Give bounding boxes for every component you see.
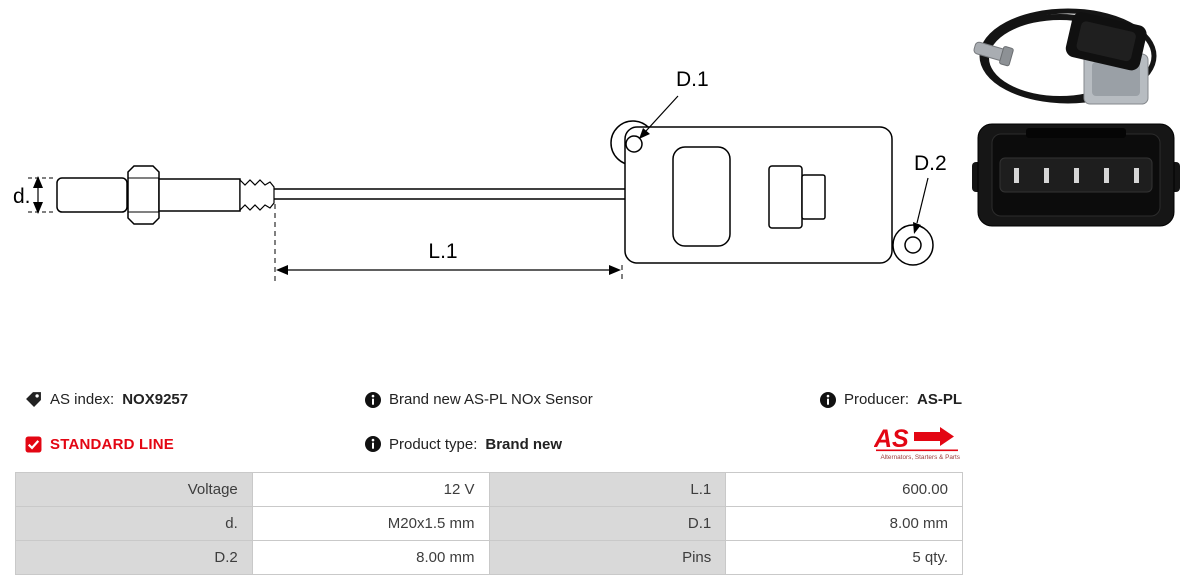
producer-field: Producer: AS-PL xyxy=(819,391,962,408)
product-photo-connector[interactable] xyxy=(972,118,1180,234)
cable-crimp xyxy=(239,178,275,212)
arrowhead xyxy=(33,176,43,188)
as-pl-logo: AS Alternators, Starters & Parts xyxy=(874,426,960,461)
mount-hole-d2 xyxy=(904,236,922,254)
standard-line-badge: STANDARD LINE xyxy=(50,435,174,453)
spec-value: 8.00 mm xyxy=(726,507,963,541)
leader-d1 xyxy=(645,95,679,132)
standard-line-field: STANDARD LINE xyxy=(25,436,365,453)
product-type-field: Product type: Brand new xyxy=(365,436,874,453)
info-icon xyxy=(365,436,381,452)
spec-label: D.1 xyxy=(489,507,727,541)
sensor-connector-photo xyxy=(1065,12,1147,71)
spec-label: L.1 xyxy=(489,473,727,507)
brand-logo: AS Alternators, Starters & Parts xyxy=(874,426,962,462)
logo-arrow xyxy=(914,427,954,446)
description-text: Brand new AS-PL NOx Sensor xyxy=(389,391,593,408)
arrowhead xyxy=(276,265,288,275)
arrowhead xyxy=(609,265,621,275)
as-index-field: AS index: NOX9257 xyxy=(25,391,365,408)
arrowhead xyxy=(913,222,921,234)
leader-d2 xyxy=(916,177,929,224)
spec-label: D.2 xyxy=(16,541,253,575)
spec-value: 12 V xyxy=(252,473,490,507)
body-inner-block xyxy=(672,146,731,247)
product-photo-sensor[interactable] xyxy=(972,6,1180,114)
spec-label: Voltage xyxy=(16,473,253,507)
sensor-thread-body xyxy=(158,178,241,212)
spec-label: Pins xyxy=(489,541,727,575)
as-index-label: AS index: xyxy=(50,391,115,408)
spec-table: Voltage 12 V L.1 600.00 d. M20x1.5 mm D.… xyxy=(15,472,963,575)
logo-tagline: Alternators, Starters & Parts xyxy=(880,454,960,461)
arrowhead xyxy=(639,128,650,139)
dim-label-d: d. xyxy=(13,185,31,208)
info-row-2: STANDARD LINE Product type: Brand new AS… xyxy=(25,426,962,462)
checkbox-checked-icon xyxy=(25,436,42,452)
spec-value: 600.00 xyxy=(726,473,963,507)
description-field: Brand new AS-PL NOx Sensor xyxy=(365,391,820,408)
sensor-cable-coil xyxy=(979,8,1157,104)
spec-label: d. xyxy=(16,507,253,541)
tag-icon xyxy=(26,392,41,407)
technical-drawing: d. L.1 D.1 D.2 xyxy=(13,68,947,281)
sensor-hex-nut xyxy=(127,165,160,225)
dim-label-l1: L.1 xyxy=(428,240,457,263)
info-icon xyxy=(365,391,381,408)
spec-value: 8.00 mm xyxy=(252,541,490,575)
as-index-value: NOX9257 xyxy=(122,391,189,408)
sensor-probe-tip xyxy=(56,177,128,213)
dim-label-d2: D.2 xyxy=(914,152,947,175)
connector-pins xyxy=(1014,168,1139,183)
info-row-1: AS index: NOX9257 Brand new AS-PL NOx Se… xyxy=(25,391,962,408)
body-plug-tab xyxy=(801,174,826,220)
arrowhead xyxy=(33,202,43,214)
info-icon xyxy=(819,391,836,408)
producer-label: Producer: xyxy=(843,391,909,408)
logo-text: AS xyxy=(874,426,909,453)
mount-hole-d1 xyxy=(625,135,643,153)
producer-value: AS-PL xyxy=(917,391,962,408)
product-type-label: Product type: xyxy=(389,435,478,453)
spec-value: 5 qty. xyxy=(726,541,963,575)
sensor-control-body xyxy=(624,126,893,264)
sensor-probe-photo xyxy=(973,41,1014,67)
product-type-value: Brand new xyxy=(485,435,563,453)
spec-value: M20x1.5 mm xyxy=(252,507,490,541)
sensor-body-photo-shadow xyxy=(1092,62,1140,96)
connector-key-slot xyxy=(1026,128,1126,138)
body-plug-base xyxy=(768,165,803,229)
dim-label-d1: D.1 xyxy=(676,68,709,91)
